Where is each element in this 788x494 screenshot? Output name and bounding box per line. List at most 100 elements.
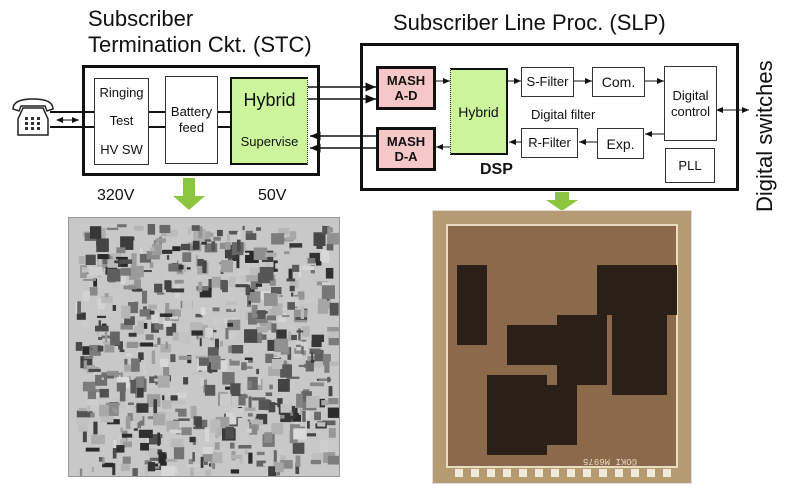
die-cell xyxy=(256,368,260,375)
die-cell xyxy=(186,464,201,467)
die-cell xyxy=(121,236,135,241)
die-cell xyxy=(200,307,206,316)
die-cell xyxy=(197,258,204,266)
die-cell xyxy=(188,227,191,235)
die-cell xyxy=(231,345,244,354)
die-cell xyxy=(176,271,184,275)
die-cell xyxy=(151,350,156,365)
die-cell xyxy=(272,303,283,316)
die-cell xyxy=(97,315,106,319)
die-cell xyxy=(238,289,245,293)
die-cell xyxy=(82,431,87,443)
die-cell xyxy=(102,254,111,265)
die-cell xyxy=(256,460,266,467)
die-cell xyxy=(304,433,317,437)
stc-chip-die-photo xyxy=(68,217,340,477)
die-cell xyxy=(214,363,221,368)
die-cell xyxy=(289,334,297,341)
die-cell xyxy=(179,331,192,344)
die-cell xyxy=(131,288,143,292)
die-cell xyxy=(311,351,314,363)
die-cell xyxy=(326,244,334,251)
die-cell xyxy=(278,227,290,235)
die-cell xyxy=(315,261,322,266)
die-cell xyxy=(120,323,133,330)
die-cell xyxy=(107,259,119,268)
die-cell xyxy=(256,311,268,314)
ringing-label: Ringing xyxy=(99,85,144,101)
die-cell xyxy=(149,310,155,315)
die-cell xyxy=(235,284,248,288)
die-cell xyxy=(121,433,133,438)
die-cell xyxy=(200,419,208,428)
die-cell xyxy=(290,411,293,416)
die-cell xyxy=(301,326,310,337)
bond-pad xyxy=(471,469,479,477)
die-cell xyxy=(131,253,137,267)
feed-label: feed xyxy=(178,120,205,135)
die-cell xyxy=(91,467,94,473)
die-cell xyxy=(298,328,301,341)
die-cell xyxy=(265,252,277,257)
die-cell xyxy=(231,352,242,361)
die-cell xyxy=(162,249,173,254)
die-cell xyxy=(112,346,119,351)
bond-pad xyxy=(519,469,527,477)
die-cell xyxy=(120,464,130,471)
die-cell xyxy=(166,411,179,420)
die-cell xyxy=(213,236,221,241)
die-cell xyxy=(236,239,241,252)
die-cell xyxy=(219,393,232,407)
die-cell xyxy=(307,312,314,316)
die-cell xyxy=(286,278,296,282)
die-cell xyxy=(287,302,295,310)
r-filter-block: R-Filter xyxy=(521,128,578,158)
die-cell xyxy=(88,266,103,276)
die-cell xyxy=(160,344,171,353)
die-cell xyxy=(172,332,179,341)
die-cell xyxy=(199,336,202,347)
die-cell xyxy=(141,290,148,304)
die-cell xyxy=(182,300,193,309)
die-cell xyxy=(263,463,271,467)
die-cell xyxy=(191,225,200,231)
die-cell xyxy=(238,393,246,406)
bond-pad xyxy=(455,469,463,477)
die-cell xyxy=(147,224,156,235)
battery-label: Battery xyxy=(170,104,213,119)
die-cell xyxy=(98,457,104,462)
die-cell xyxy=(169,429,182,434)
die-cell xyxy=(313,232,326,246)
die-cell xyxy=(212,463,216,470)
die-cell xyxy=(244,407,256,411)
die-cell xyxy=(211,276,221,288)
die-cell xyxy=(264,432,273,443)
die-cell xyxy=(317,305,329,314)
die-cell xyxy=(155,238,166,243)
die-cell xyxy=(241,362,247,371)
die-cell xyxy=(247,419,251,422)
die-cell xyxy=(237,231,241,243)
die-cell xyxy=(310,382,325,387)
die-cell xyxy=(82,381,96,392)
bond-pad xyxy=(615,469,623,477)
die-cell xyxy=(78,407,87,412)
die-cell xyxy=(91,434,105,445)
die-cell xyxy=(97,336,103,340)
die-cell xyxy=(166,323,177,336)
die-cell xyxy=(316,245,323,249)
die-cell xyxy=(198,226,203,239)
die-cell xyxy=(307,356,320,362)
telephone-icon xyxy=(10,95,56,139)
die-cell xyxy=(226,301,237,305)
die-cell xyxy=(307,420,310,429)
die-cell xyxy=(172,400,186,405)
die-cell xyxy=(282,307,291,310)
die-cell xyxy=(147,416,158,420)
die-cell xyxy=(112,408,117,412)
die-cell xyxy=(256,227,261,231)
die-cell xyxy=(97,345,104,352)
die-cell xyxy=(199,377,204,386)
die-cell xyxy=(195,313,203,318)
die-cell xyxy=(268,366,282,376)
